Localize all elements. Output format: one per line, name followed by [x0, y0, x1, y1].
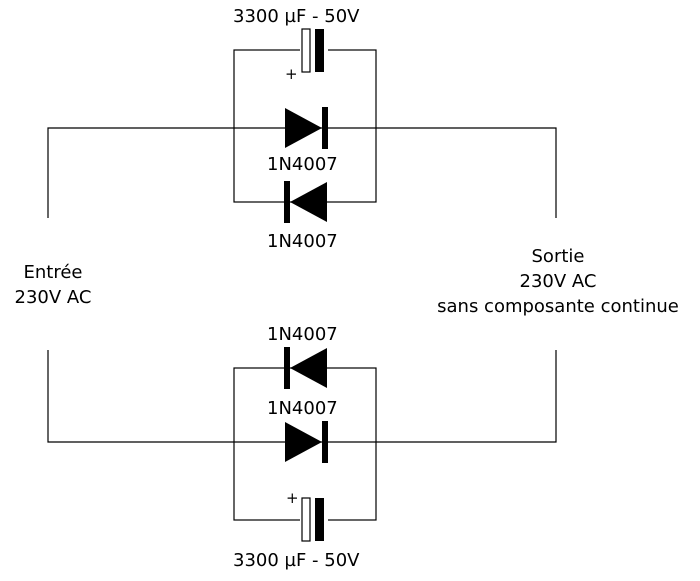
bottom-branch: 1N4007 1N4007 + 3300 µF - 50V	[47, 324, 557, 571]
bottom-forward-diode-triangle	[285, 422, 322, 462]
output-label-line2: 230V AC	[520, 271, 597, 292]
bottom-cap-lead-cover	[300, 518, 328, 522]
top-forward-diode-bar	[322, 107, 328, 149]
input-label-line2: 230V AC	[15, 287, 92, 308]
bottom-forward-diode-label: 1N4007	[267, 398, 338, 419]
bottom-capacitor-plus-sign: +	[286, 489, 299, 507]
input-label-line1: Entrée	[24, 262, 83, 283]
top-cap-lead-cover	[300, 48, 328, 52]
top-forward-diode-triangle	[285, 108, 322, 148]
output-label-line3: sans composante continue	[437, 296, 679, 317]
output-label: Sortie 230V AC sans composante continue	[437, 246, 679, 317]
top-capacitor-negative-plate	[315, 29, 324, 72]
bottom-capacitor-positive-plate	[301, 497, 311, 542]
bottom-capacitor-label: 3300 µF - 50V	[233, 550, 360, 571]
top-capacitor-label: 3300 µF - 50V	[233, 6, 360, 27]
bottom-reverse-diode-triangle	[290, 348, 327, 388]
top-reverse-diode-label: 1N4007	[267, 231, 338, 252]
bottom-reverse-diode-label: 1N4007	[267, 324, 338, 345]
bottom-reverse-diode-bar	[284, 347, 290, 389]
top-capacitor-plus-sign: +	[285, 65, 298, 83]
top-branch: + 3300 µF - 50V 1N4007 1N4007	[47, 6, 557, 252]
bottom-capacitor-negative-plate	[315, 498, 324, 541]
bottom-forward-diode-bar	[322, 421, 328, 463]
top-reverse-diode-triangle	[290, 182, 327, 222]
output-label-line1: Sortie	[532, 246, 585, 267]
input-label: Entrée 230V AC	[15, 262, 92, 308]
top-reverse-diode-bar	[284, 181, 290, 223]
top-capacitor-positive-plate	[301, 28, 311, 73]
top-forward-diode-label: 1N4007	[267, 154, 338, 175]
